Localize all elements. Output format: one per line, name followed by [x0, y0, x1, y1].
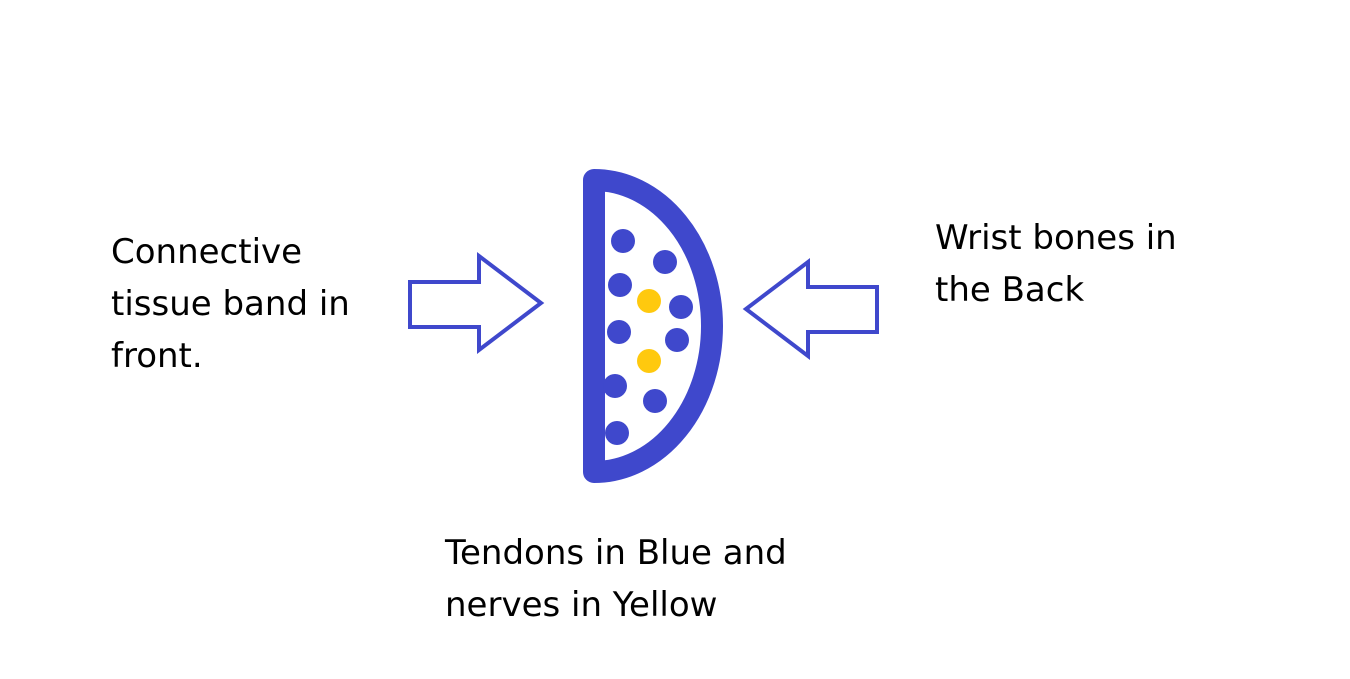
- connective-tissue-label: Connective tissue band in front.: [111, 226, 350, 382]
- label-line: Wrist bones in: [935, 218, 1177, 258]
- tendon: [643, 389, 667, 413]
- left-arrow: [408, 251, 545, 355]
- label-line: tissue band in: [111, 284, 350, 324]
- tendon: [653, 250, 677, 274]
- label-line: Tendons in Blue and: [445, 533, 787, 573]
- tendons-nerves-label: Tendons in Blue and nerves in Yellow: [445, 527, 787, 631]
- tendons: [603, 229, 693, 445]
- label-line: nerves in Yellow: [445, 585, 718, 625]
- tendon: [611, 229, 635, 253]
- nerve: [637, 349, 661, 373]
- tendon: [603, 374, 627, 398]
- tendon: [605, 421, 629, 445]
- tendon: [665, 328, 689, 352]
- label-line: front.: [111, 336, 203, 376]
- label-line: the Back: [935, 270, 1085, 310]
- tendon: [608, 273, 632, 297]
- wrist-bones-label: Wrist bones in the Back: [935, 212, 1177, 316]
- carpal-tunnel-outline: [583, 169, 723, 483]
- nerves: [637, 289, 661, 373]
- label-line: Connective: [111, 232, 303, 272]
- nerve: [637, 289, 661, 313]
- right-arrow: [742, 257, 879, 361]
- tendon: [669, 295, 693, 319]
- tendon: [607, 320, 631, 344]
